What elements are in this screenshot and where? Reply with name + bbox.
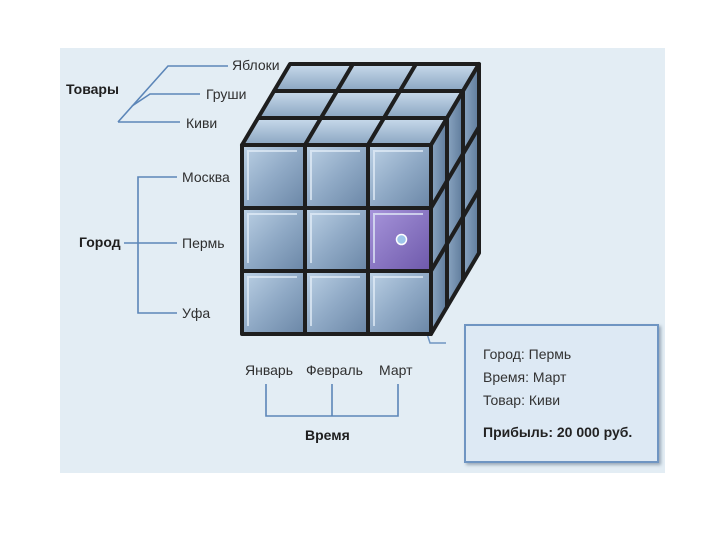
cube-cell-shine: [247, 276, 297, 326]
product-item-apples: Яблоки: [232, 57, 280, 73]
info-city: Город: Пермь: [483, 346, 572, 362]
city-item-perm: Пермь: [182, 235, 225, 251]
cube-side-face: [429, 62, 481, 336]
product-item-pears: Груши: [206, 86, 247, 102]
time-bracket: [265, 384, 399, 417]
products-label: Товары: [66, 81, 119, 97]
cube-cell-shine: [310, 276, 360, 326]
cell-info-box: Город: Пермь Время: Март Товар: Киви При…: [464, 324, 659, 463]
highlight-marker: [395, 233, 408, 246]
cube-front-cell: [240, 269, 307, 336]
cube-front-cell: [303, 269, 370, 336]
time-label: Время: [305, 427, 350, 443]
cube-front-cell: [366, 143, 433, 210]
info-time: Время: Март: [483, 369, 567, 385]
time-item-january: Январь: [245, 362, 293, 378]
cube-front-cell: [240, 206, 307, 273]
city-item-ufa: Уфа: [182, 305, 211, 321]
cube-front-cell: [366, 269, 433, 336]
city-bracket: [124, 176, 177, 314]
city-label: Город: [79, 234, 121, 250]
cube-front-cell: [303, 143, 370, 210]
info-profit: Прибыль: 20 000 руб.: [483, 424, 633, 440]
cube-cell-shine: [310, 150, 360, 200]
cube-cell-shine: [247, 150, 297, 200]
cube-cell-shine: [373, 213, 423, 263]
cube-cell-shine: [373, 276, 423, 326]
cube-front-face: [240, 143, 433, 336]
cube-top-face: [240, 62, 481, 147]
cube-cell-shine: [373, 150, 423, 200]
products-bracket: [117, 65, 228, 123]
cube-side-cell: [461, 188, 481, 282]
cube-front-cell: [240, 143, 307, 210]
product-item-kiwi: Киви: [186, 115, 218, 131]
cube-cell-shine: [247, 213, 297, 263]
info-product: Товар: Киви: [483, 392, 561, 408]
cube-front-cell: [303, 206, 370, 273]
time-item-february: Февраль: [306, 362, 363, 378]
city-item-moscow: Москва: [182, 169, 230, 185]
time-item-march: Март: [379, 362, 413, 378]
cube-cell-shine: [310, 213, 360, 263]
